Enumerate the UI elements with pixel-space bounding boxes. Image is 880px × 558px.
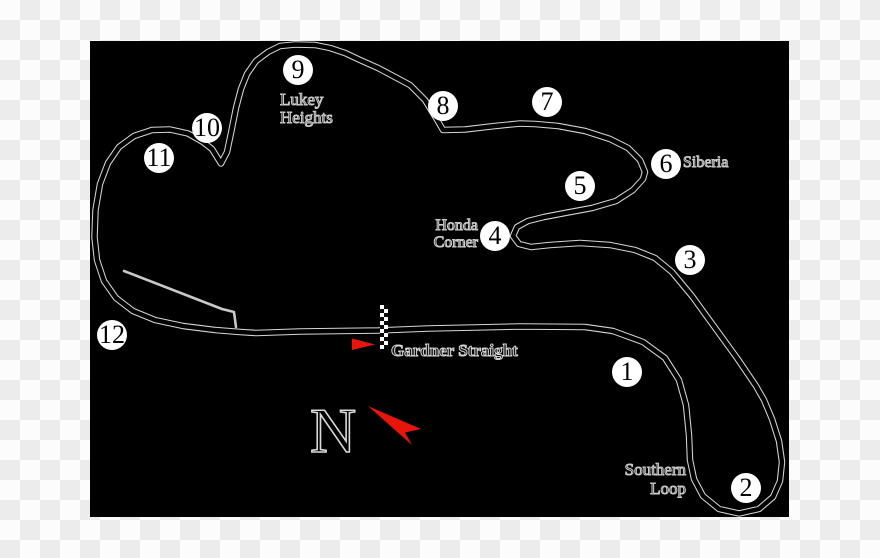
label-gardner-straight: Gardner Straight [391, 341, 519, 360]
corner-marker-1: 1 [612, 357, 642, 387]
corner-marker-8: 8 [428, 91, 458, 121]
label-southern-loop-line2: Loop [650, 479, 687, 499]
pit-lane-line [122, 269, 238, 329]
corner-marker-9: 9 [283, 55, 313, 85]
corner-marker-7: 7 [532, 87, 562, 117]
start-finish-checkered-strip [380, 305, 388, 349]
corner-marker-5: 5 [565, 171, 595, 201]
direction-arrow-icon [352, 338, 375, 350]
corner-marker-12: 12 [97, 320, 127, 350]
label-honda-corner: Honda Corner [400, 217, 479, 251]
label-honda-corner-line1: Honda [435, 217, 479, 234]
label-lukey-heights-line2: Heights [280, 108, 334, 127]
label-honda-corner-line2: Corner [433, 233, 478, 251]
compass-north-letter: N [309, 395, 357, 466]
label-lukey-heights: Lukey Heights [280, 90, 334, 127]
label-lukey-heights-line1: Lukey [280, 90, 324, 109]
track-outline-inner [92, 42, 785, 516]
corner-marker-4: 4 [480, 221, 510, 251]
label-siberia: Siberia [682, 154, 729, 171]
north-arrow-icon [368, 406, 421, 445]
label-southern-loop: Southern Loop [606, 460, 687, 499]
corner-marker-11: 11 [144, 143, 174, 173]
corner-marker-10: 10 [192, 113, 222, 143]
corner-marker-3: 3 [675, 245, 705, 275]
circuit-map: 1 2 3 4 5 6 7 8 9 10 11 12 Lukey Heights… [90, 41, 789, 517]
corner-marker-6: 6 [651, 149, 681, 179]
label-southern-loop-line1: Southern [624, 460, 686, 480]
track-svg [91, 41, 786, 517]
corner-marker-2: 2 [731, 473, 761, 503]
